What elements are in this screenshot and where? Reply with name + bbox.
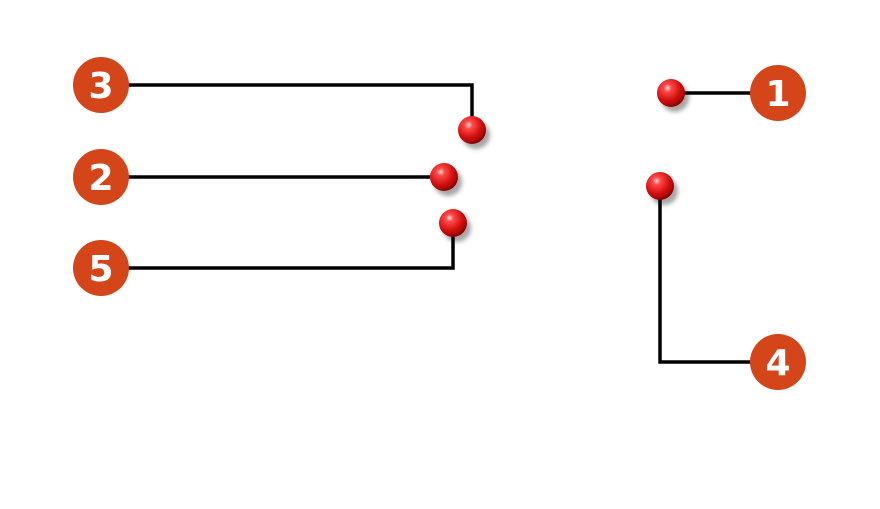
badge-label-5: 5 bbox=[88, 249, 113, 290]
leader-line-3 bbox=[128, 83, 474, 130]
leader-line-5 bbox=[128, 223, 455, 270]
marker-1 bbox=[657, 79, 685, 107]
badge-1 bbox=[750, 65, 806, 121]
leader-line-4 bbox=[658, 186, 752, 364]
marker-3 bbox=[458, 116, 486, 144]
callout-2: 2 bbox=[73, 149, 458, 205]
marker-5 bbox=[439, 209, 467, 237]
badge-label-3: 3 bbox=[88, 66, 113, 107]
badge-5 bbox=[73, 240, 129, 296]
badge-4 bbox=[750, 334, 806, 390]
marker-2 bbox=[430, 163, 458, 191]
callout-3: 3 bbox=[73, 57, 486, 144]
badge-2 bbox=[73, 149, 129, 205]
badge-3 bbox=[73, 57, 129, 113]
badge-label-1: 1 bbox=[765, 74, 790, 115]
badge-label-2: 2 bbox=[88, 158, 113, 199]
marker-4 bbox=[646, 172, 674, 200]
badge-label-4: 4 bbox=[765, 343, 790, 384]
callout-5: 5 bbox=[73, 209, 467, 296]
callout-1: 1 bbox=[657, 65, 806, 121]
callout-4: 4 bbox=[646, 172, 806, 390]
